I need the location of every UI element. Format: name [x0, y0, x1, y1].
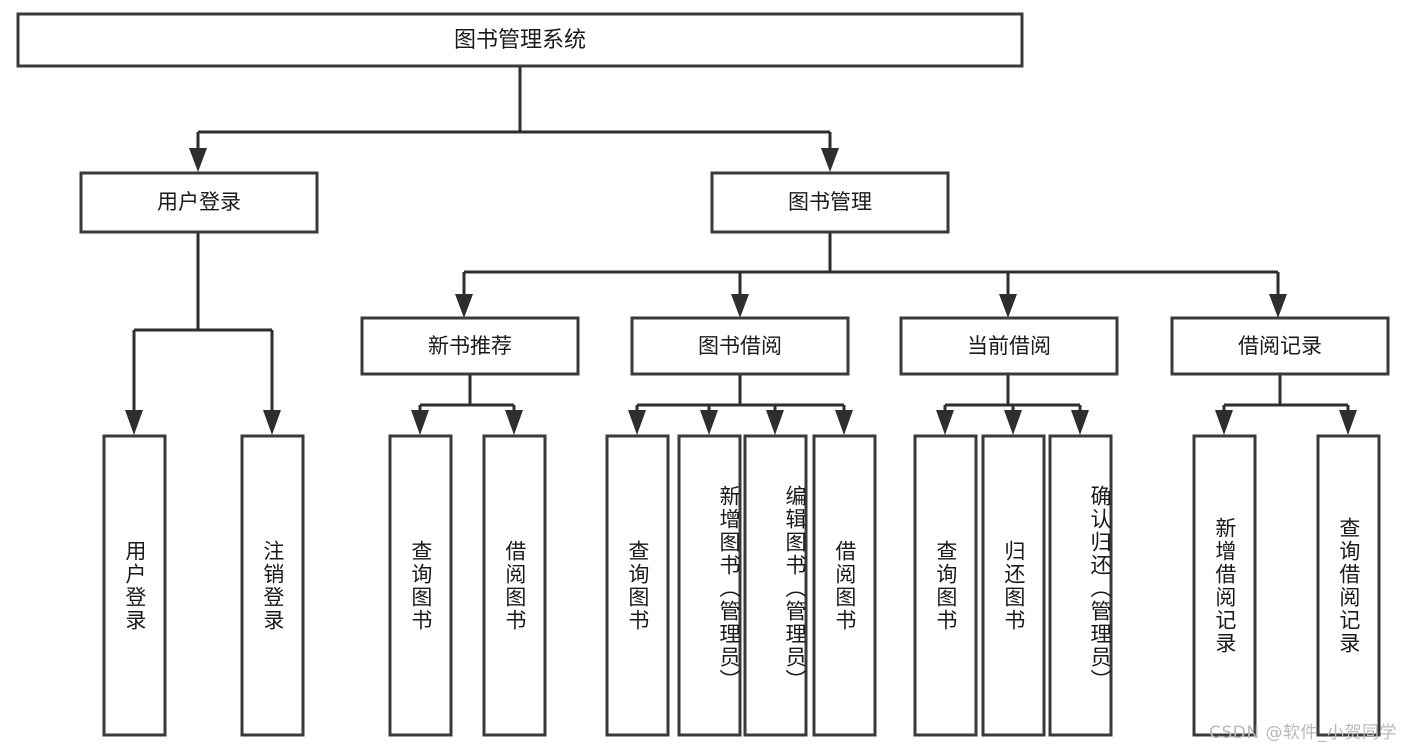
node-current-label: 当前借阅: [967, 334, 1051, 358]
arrow-to-l3: [411, 410, 429, 435]
node-l4-box[interactable]: [482, 434, 547, 737]
node-records-label: 借阅记录: [1238, 334, 1322, 358]
node-root-label: 图书管理系统: [454, 28, 586, 53]
node-records-box[interactable]: [1170, 316, 1390, 376]
node-newbook-box[interactable]: [360, 316, 580, 376]
arrow-to-l6: [700, 410, 718, 435]
watermark-label: CSDN @软件_小贺同学: [1209, 723, 1397, 743]
arrow-to-l13: [1339, 410, 1357, 435]
node-borrow-label: 图书借阅: [698, 334, 782, 358]
arrow-to-l7: [766, 410, 784, 435]
arrow-to-l11: [1071, 410, 1089, 435]
node-l11-box[interactable]: [1048, 434, 1113, 737]
arrow-to-l12: [1215, 410, 1233, 435]
arrow-to-bookmgr: [821, 148, 839, 172]
arrow-to-l5: [628, 410, 646, 435]
arrow-to-l10: [1004, 410, 1022, 435]
node-borrow-box[interactable]: [630, 316, 850, 376]
node-l3-box[interactable]: [388, 434, 453, 737]
node-l1-box[interactable]: [102, 434, 167, 737]
arrow-to-records: [1269, 294, 1287, 318]
node-l8-box[interactable]: [812, 434, 877, 737]
node-bookmgr-label: 图书管理: [788, 190, 872, 214]
arrow-to-l4: [505, 410, 523, 435]
connector-layer: [125, 67, 1357, 435]
arrow-to-l9: [936, 410, 954, 435]
node-bookmgr-box[interactable]: [710, 171, 950, 234]
node-root-box[interactable]: [16, 12, 1024, 68]
arrow-to-newbook: [455, 294, 473, 318]
node-l12-box[interactable]: [1192, 434, 1257, 737]
node-l9-box[interactable]: [913, 434, 978, 737]
node-login-label: 用户登录: [157, 190, 241, 214]
arrow-to-borrow: [731, 294, 749, 318]
node-l13-box[interactable]: [1316, 434, 1381, 737]
arrow-to-l8: [835, 410, 853, 435]
node-login-box[interactable]: [79, 171, 319, 234]
node-l2-box[interactable]: [240, 434, 305, 737]
arrow-to-login: [189, 148, 207, 172]
node-newbook-label: 新书推荐: [428, 334, 512, 358]
node-l10-box[interactable]: [981, 434, 1046, 737]
node-l6-box[interactable]: [677, 434, 742, 737]
arrow-to-l2: [263, 410, 281, 435]
arrow-to-l1: [125, 410, 143, 435]
node-current-box[interactable]: [899, 316, 1119, 376]
arrow-to-current: [999, 294, 1017, 318]
node-layer: 图书管理系统 用户登录 图书管理 新书推荐 图书借阅 当前借阅 借阅记录: [16, 12, 1390, 737]
node-l7-box[interactable]: [743, 434, 808, 737]
node-l5-box[interactable]: [605, 434, 670, 737]
